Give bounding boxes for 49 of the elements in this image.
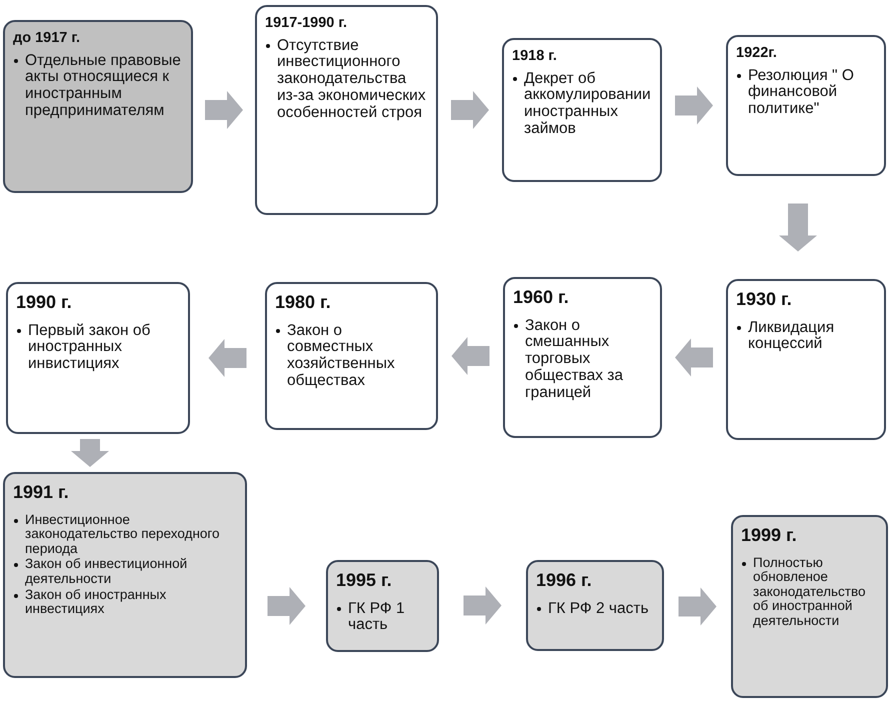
bullet-text: Отсутствие инвестиционного законодательства из-за экономических особенностей строя (277, 36, 426, 121)
bullet-text: Инвестиционное законодательство переходного периода (25, 512, 220, 556)
timeline-card (726, 279, 886, 440)
block-arrow (678, 588, 716, 626)
block-arrow (452, 337, 490, 375)
timeline-card (3, 472, 247, 678)
timeline-card (255, 5, 438, 215)
block-arrow (779, 204, 817, 252)
timeline-card (731, 515, 888, 698)
timeline-card (3, 20, 193, 193)
bullet-text: ГК РФ 2 часть (548, 600, 649, 617)
bullet-text: Отдельные правовые акты относящиеся к иностранным предпринимателям (25, 52, 181, 119)
block-arrow (675, 86, 713, 124)
year-heading: 1917-1990 г. (265, 15, 348, 32)
timeline-card (503, 277, 662, 438)
year-heading: 1930 г. (736, 289, 793, 310)
timeline-card (502, 38, 662, 182)
bullet-text: Первый закон об иностранных инвистициях (28, 322, 150, 372)
year-heading: 1918 г. (512, 48, 558, 65)
bullet-text: Декрет об аккомулировании иностранных займов (524, 70, 651, 137)
bullet-text: Ликвидация концессий (748, 318, 834, 352)
block-arrow (205, 91, 243, 129)
block-arrow (71, 439, 109, 467)
year-heading: 1960 г. (513, 287, 570, 308)
timeline-card (265, 282, 438, 430)
year-heading: 1980 г. (275, 292, 332, 313)
year-heading: 1922г. (736, 45, 778, 62)
year-heading: 1996 г. (536, 570, 593, 591)
block-arrow (208, 339, 246, 377)
bullet-text: Закон об инвестиционной деятельности (25, 556, 188, 586)
block-arrow (464, 586, 502, 624)
bullet-text: Закон об иностранных инвестициях (25, 586, 166, 616)
year-heading: до 1917 г. (13, 30, 81, 47)
timeline-card (726, 35, 886, 176)
bullet-text: Полностью обновленое законодательство об иностранной деятельности (753, 554, 866, 628)
timeline-card (6, 282, 190, 434)
block-arrow (451, 91, 489, 129)
bullet-text: ГК РФ 1 часть (348, 600, 405, 634)
year-heading: 1995 г. (336, 570, 393, 591)
bullet-text: Резолюция " О финансовой политике" (748, 66, 854, 118)
bullet-text: Закон о смешанных торговых обществах за границей (525, 316, 624, 401)
year-heading: 1999 г. (741, 525, 798, 546)
year-heading: 1991 г. (13, 482, 70, 503)
year-heading: 1990 г. (16, 292, 73, 313)
block-arrow (675, 338, 713, 376)
bullet-text: Закон о совместных хозяйственных обществах (287, 322, 395, 389)
timeline-card (326, 560, 439, 652)
timeline-card (526, 560, 664, 651)
block-arrow (268, 587, 306, 625)
